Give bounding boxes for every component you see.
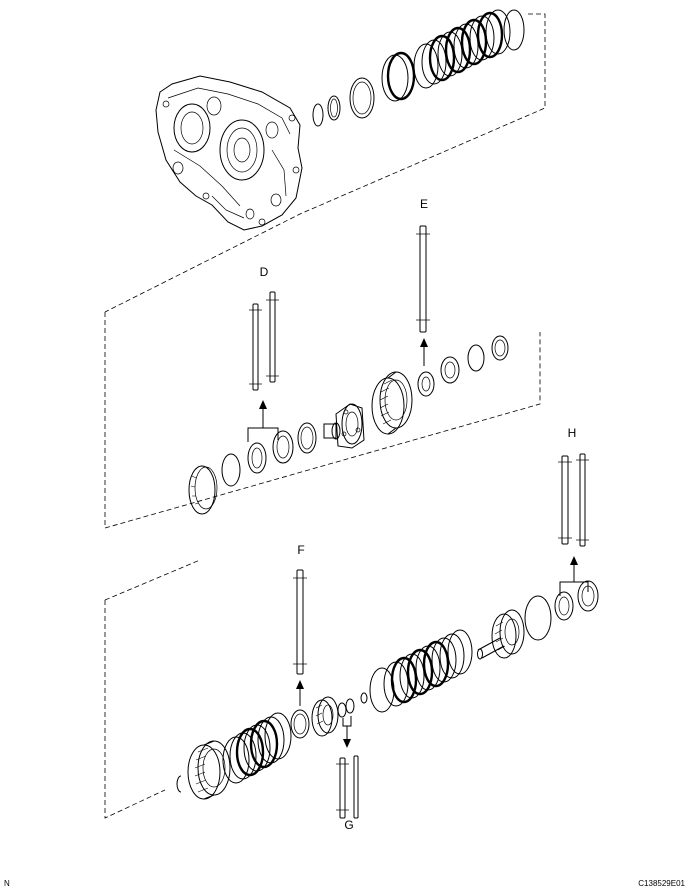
one-way-clutch-drum — [371, 371, 413, 435]
lower-small-rings — [337, 692, 368, 718]
lower-right-clutch-pack — [369, 629, 473, 713]
lower-left-clutch-pack — [222, 712, 292, 784]
arrow-e — [420, 338, 428, 366]
lower-right-rings — [524, 580, 599, 641]
label-e-text: E — [420, 197, 428, 211]
planetary-gear-set — [323, 403, 365, 449]
label-f-text: F — [297, 543, 304, 557]
arrow-f — [296, 680, 304, 706]
reference-bars-d — [249, 291, 279, 391]
lower-left-drum — [187, 740, 231, 800]
top-snap-rings — [312, 51, 416, 127]
arrow-h — [559, 556, 589, 596]
dashed-section-borders — [104, 13, 546, 819]
reference-bars-g — [336, 755, 359, 819]
lower-middle-rings — [290, 709, 310, 739]
label-d-text: D — [260, 265, 269, 279]
reference-bar-e — [416, 225, 430, 333]
label-e: E — [420, 197, 428, 211]
top-clutch-pack — [413, 9, 525, 89]
reference-bars-h — [558, 453, 589, 547]
label-h: H — [568, 426, 577, 440]
figure-code: C138529E01 — [638, 879, 685, 888]
arrow-g — [342, 716, 352, 748]
label-g-text: G — [344, 818, 353, 832]
output-shaft-gear — [477, 609, 525, 660]
label-d: D — [260, 265, 269, 279]
label-g: G — [344, 818, 353, 832]
lower-snap-ring-small — [176, 775, 182, 793]
label-f: F — [297, 543, 304, 557]
label-h-text: H — [568, 426, 577, 440]
reference-bar-f — [293, 569, 307, 675]
arrow-d — [247, 400, 279, 442]
middle-left-rings — [188, 422, 317, 515]
lower-planetary-gear — [311, 696, 339, 737]
middle-right-rings — [417, 335, 509, 397]
transaxle-case — [155, 75, 303, 231]
corner-left-text: N — [4, 879, 10, 888]
